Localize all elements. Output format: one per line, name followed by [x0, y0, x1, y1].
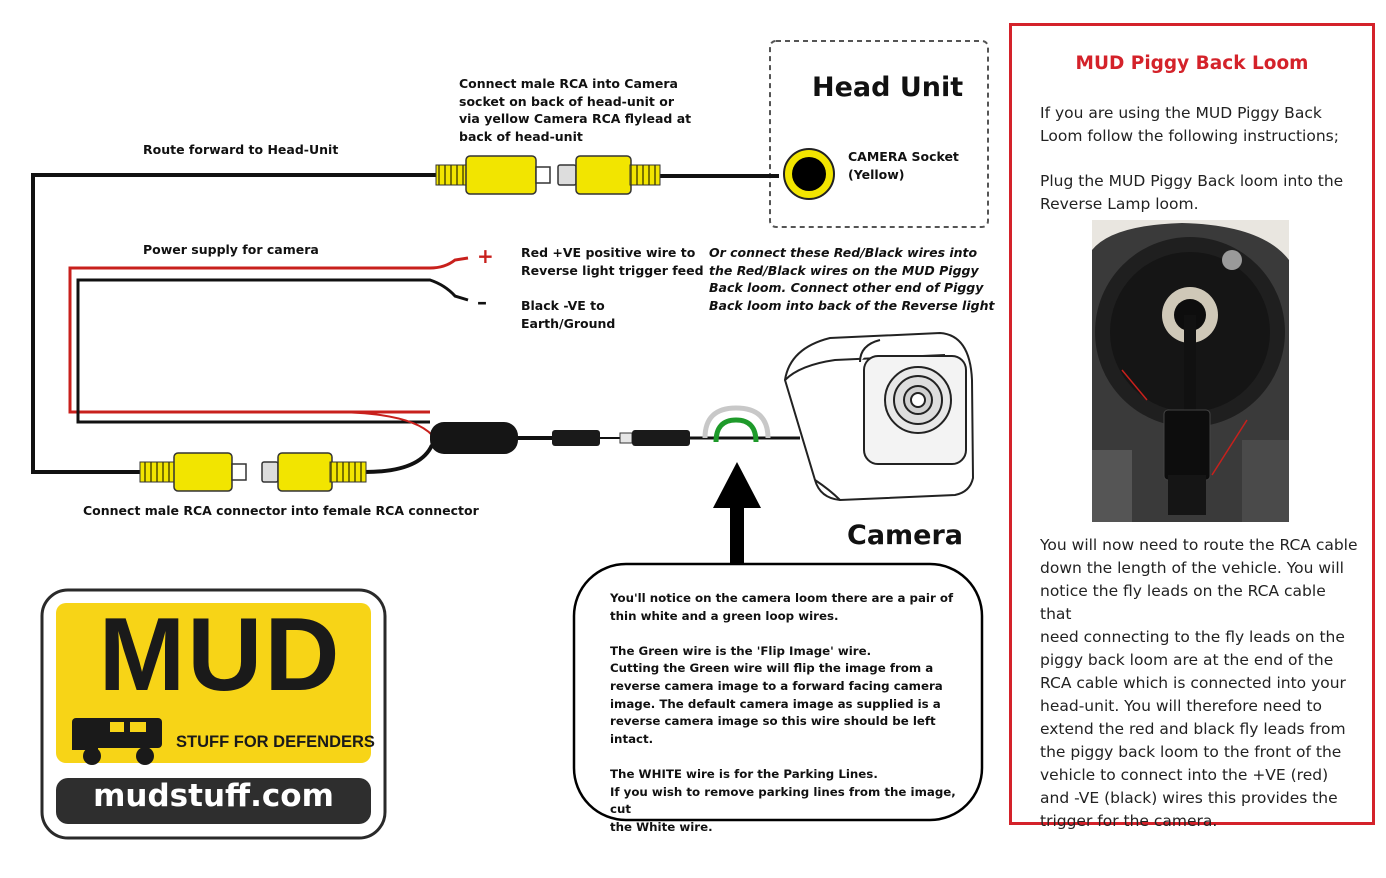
up-arrow-icon: [713, 462, 761, 564]
camera-socket-label: CAMERA Socket (Yellow): [848, 149, 959, 182]
rca-male-connector-bottom: [139, 452, 247, 492]
minus-sign: –: [477, 290, 487, 314]
panel-route-instruction: You will now need to route the RCA cable…: [1040, 536, 1358, 830]
power-wires: [68, 256, 469, 424]
head-unit-box: [769, 40, 989, 228]
white-parking-line-wire: [702, 405, 771, 439]
plus-sign: +: [477, 244, 494, 268]
rca-female-connector-bottom: [261, 452, 367, 492]
piggy-back-loom-panel: MUD Piggy Back Loom If you are using the…: [1009, 23, 1375, 830]
mud-logo-text: MUD STUFF FOR DEFENDERS mudstuff.com: [40, 588, 387, 840]
rca-headunit-label: Connect male RCA into Camera socket on b…: [459, 76, 692, 144]
panel-plug-instruction: Plug the MUD Piggy Back loom into the Re…: [1040, 172, 1344, 213]
mud-logo: [40, 588, 387, 840]
reverse-lamp-photo: [1092, 220, 1289, 522]
logo-tagline: STUFF FOR DEFENDERS: [176, 733, 375, 751]
camera-loom-note: You'll notice on the camera loom there a…: [610, 591, 956, 834]
logo-brand: MUD: [98, 597, 342, 713]
route-forward-label: Route forward to Head-Unit: [143, 142, 339, 157]
logo-url: mudstuff.com: [93, 778, 334, 814]
rca-male-connector-top: [435, 155, 551, 195]
note-bubble: [572, 562, 984, 822]
defender-vehicle-icon: [72, 718, 162, 765]
rca-connect-label: Connect male RCA connector into female R…: [83, 503, 479, 518]
rca-female-connector-top: [557, 155, 661, 195]
power-supply-label: Power supply for camera: [143, 242, 319, 257]
wire-to-head-unit: [31, 173, 779, 474]
panel-title: MUD Piggy Back Loom: [1075, 53, 1309, 74]
panel-intro: If you are using the MUD Piggy Back Loom…: [1040, 104, 1339, 145]
camera-socket-icon: [783, 148, 835, 200]
camera-title: Camera: [847, 520, 964, 551]
piggy-wires-label: Or connect these Red/Black wires into th…: [709, 245, 995, 313]
black-wire-label: Black -VE to Earth/Ground: [521, 298, 616, 331]
red-wire-label: Red +VE positive wire to Reverse light t…: [521, 245, 704, 278]
green-flip-image-wire: [713, 417, 759, 443]
inline-module: [430, 422, 518, 454]
reverse-camera-icon: [783, 331, 975, 502]
head-unit-title: Head Unit: [812, 72, 964, 103]
mini-connector-pair: [552, 430, 690, 446]
